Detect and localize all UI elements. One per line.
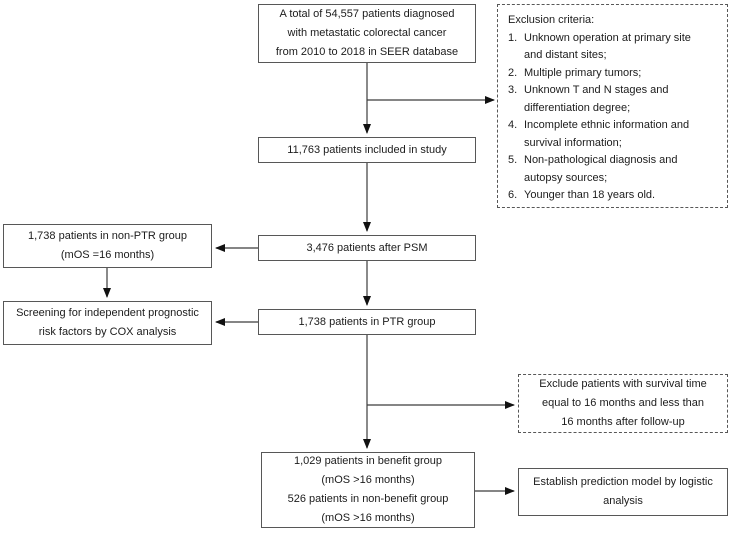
- exclusion-item-text: Younger than 18 years old.: [524, 189, 656, 201]
- exclusion-item-number: 5.: [508, 154, 518, 166]
- exclusion-item: 6. Younger than 18 years old.: [508, 187, 721, 205]
- exclusion-item: 2. Multiple primary tumors;: [508, 65, 721, 83]
- box-non-ptr-group: 1,738 patients in non-PTR group (mOS =16…: [3, 224, 212, 268]
- exclusion-item-text: Multiple primary tumors;: [524, 66, 642, 79]
- box-included-label: 11,763 patients included in study: [287, 143, 447, 156]
- box-total-line3: from 2010 to 2018 in SEER database: [275, 46, 459, 58]
- box-ptr-group: 1,738 patients in PTR group: [258, 309, 476, 335]
- box-psm-label: 3,476 patients after PSM: [306, 241, 428, 254]
- exclusion-item-text: Non-pathological diagnosis and autopsy s…: [524, 154, 678, 184]
- exclusion-item-number: 1.: [508, 31, 518, 44]
- exclusion-item: 1. Unknown operation at primary site and…: [508, 30, 721, 65]
- box-total-patients: A total of 54,557 patients diagnosed wit…: [258, 4, 476, 63]
- exclusion-item-number: 2.: [508, 66, 518, 79]
- box-excludefu-line1: Exclude patients with survival time: [539, 378, 707, 390]
- exclusion-item-text: Incomplete ethnic information and surviv…: [524, 119, 690, 149]
- exclusion-item-number: 6.: [508, 189, 518, 201]
- box-screening-line2: risk factors by COX analysis: [38, 326, 177, 338]
- box-prediction-model: Establish prediction model by logistic a…: [518, 468, 728, 516]
- box-total-line1: A total of 54,557 patients diagnosed: [279, 8, 455, 20]
- exclusion-item: 3. Unknown T and N stages and differenti…: [508, 82, 721, 117]
- exclusion-item-number: 4.: [508, 119, 518, 131]
- box-screening-line1: Screening for independent prognostic: [16, 307, 199, 319]
- box-total-line2: with metastatic colorectal cancer: [287, 27, 447, 39]
- box-model-line1: Establish prediction model by logistic: [533, 476, 713, 488]
- exclusion-item: 5. Non-pathological diagnosis and autops…: [508, 152, 721, 187]
- box-outcome-line2: (mOS >16 months): [321, 474, 415, 486]
- box-outcome-line4: (mOS >16 months): [321, 512, 415, 524]
- box-benefit-groups: 1,029 patients in benefit group (mOS >16…: [261, 452, 475, 528]
- exclusion-item: 4. Incomplete ethnic information and sur…: [508, 117, 721, 152]
- box-ptr-label: 1,738 patients in PTR group: [298, 315, 436, 328]
- box-model-line2: analysis: [603, 495, 643, 507]
- exclusion-item-text: Unknown operation at primary site and di…: [524, 31, 691, 62]
- exclusion-item-number: 3.: [508, 84, 518, 96]
- box-outcome-line1: 1,029 patients in benefit group: [293, 455, 442, 467]
- box-exclude-followup: Exclude patients with survival time equa…: [518, 374, 728, 433]
- box-excludefu-line3: 16 months after follow-up: [561, 416, 685, 428]
- box-included-in-study: 11,763 patients included in study: [258, 137, 476, 163]
- box-after-psm: 3,476 patients after PSM: [258, 235, 476, 261]
- box-excludefu-line2: equal to 16 months and less than: [541, 397, 705, 409]
- exclusion-title: Exclusion criteria:: [508, 14, 595, 26]
- box-cox-screening: Screening for independent prognostic ris…: [3, 301, 212, 345]
- box-non-ptr-line1: 1,738 patients in non-PTR group: [28, 230, 187, 242]
- box-exclusion-criteria: Exclusion criteria: 1. Unknown operation…: [497, 4, 728, 208]
- exclusion-item-text: Unknown T and N stages and differentiati…: [524, 84, 669, 114]
- box-outcome-line3: 526 patients in non-benefit group: [287, 493, 449, 505]
- box-non-ptr-line2: (mOS =16 months): [60, 249, 155, 261]
